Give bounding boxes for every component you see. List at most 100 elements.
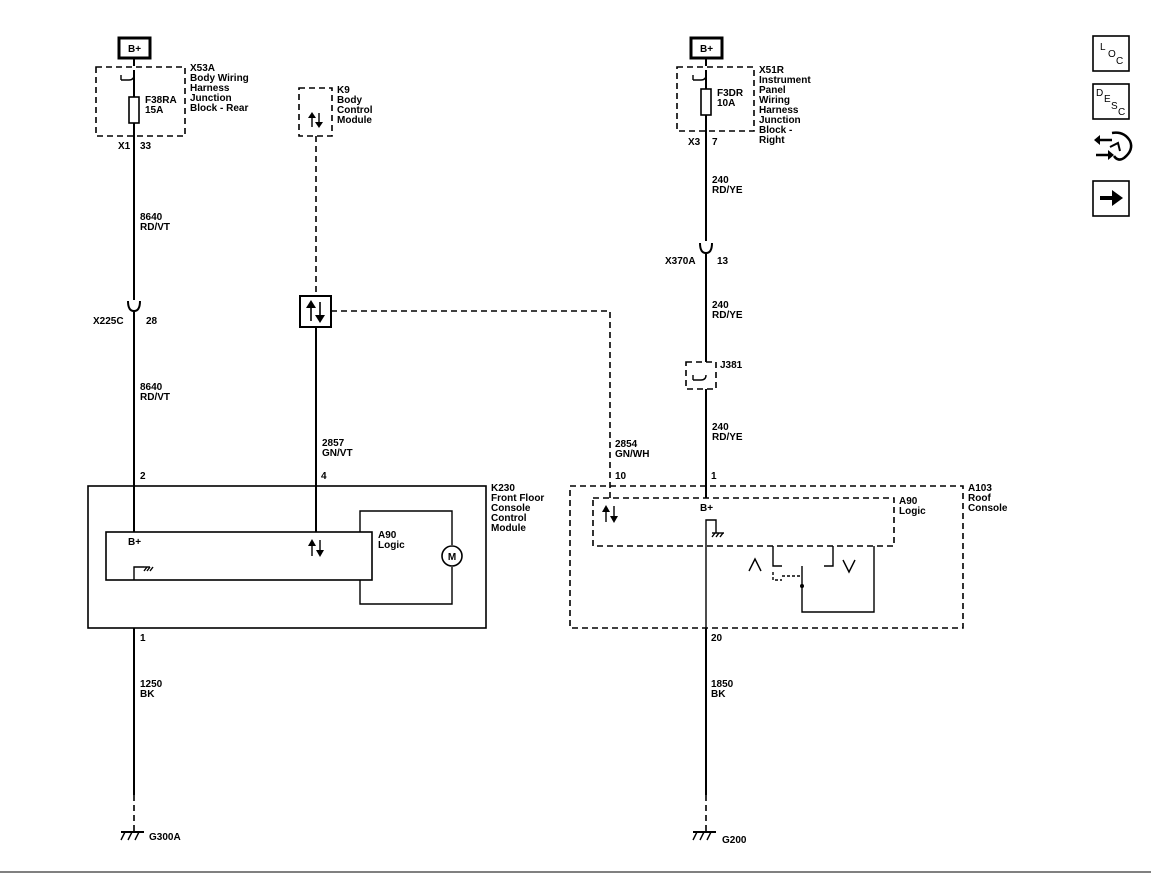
roof-console-switch[interactable] bbox=[748, 546, 875, 613]
wires-w2857-circuit-label: 2857 bbox=[322, 438, 345, 449]
fuse-f3dr[interactable] bbox=[700, 88, 712, 116]
a103-logic-a90[interactable] bbox=[592, 497, 895, 547]
wires-w240-b-color-label: RD/YE bbox=[712, 310, 743, 321]
wire-segment bbox=[602, 505, 610, 512]
arrow-right-icon[interactable] bbox=[1092, 180, 1130, 217]
sidebar-desc-button-letters-2-label: S bbox=[1111, 101, 1118, 112]
grounds-right-label: G200 bbox=[722, 835, 747, 846]
wire-segment bbox=[1092, 83, 1130, 120]
sidebar-desc-button-letters-1-label: E bbox=[1104, 94, 1111, 105]
k230-internal-ground-icon bbox=[133, 566, 154, 580]
bcm-name-lines-2-label: Module bbox=[337, 115, 372, 126]
wire-segment bbox=[146, 566, 151, 572]
a103-logic-name-label: Logic bbox=[899, 506, 926, 517]
junction-right-id-label: X51R bbox=[759, 65, 785, 76]
module-k9-bcm[interactable] bbox=[298, 87, 333, 137]
a103-internal-ground-icon bbox=[705, 519, 724, 628]
k230-name-lines-0-label: Front Floor bbox=[491, 493, 544, 504]
wires-w1250-circuit-label: 1250 bbox=[140, 679, 163, 690]
wires-w8640-b-circuit-label: 8640 bbox=[140, 382, 163, 393]
module-k230[interactable] bbox=[87, 485, 487, 629]
inline-connectors-x370a-name-label: X370A bbox=[665, 256, 696, 267]
wires-w8640-b-color-label: RD/VT bbox=[140, 392, 170, 403]
wire-segment bbox=[748, 557, 762, 572]
wire-segment bbox=[143, 566, 148, 572]
junction-right-name-lines-0-label: Instrument bbox=[759, 75, 811, 86]
wire-8640-label: 8640 bbox=[140, 212, 163, 223]
wire-segment bbox=[715, 532, 720, 538]
junction-right-fuse-rating-label: 10A bbox=[717, 98, 735, 109]
junction-left-name-lines-0-label: Body Wiring bbox=[190, 73, 249, 84]
k230-name-lines-2-label: Control bbox=[491, 513, 527, 524]
serial-data-splice[interactable] bbox=[299, 295, 332, 328]
wire-segment bbox=[359, 567, 453, 605]
splice-data-arrows-icon bbox=[306, 300, 325, 323]
wire-segment bbox=[772, 572, 782, 581]
inline-connector-x225c[interactable] bbox=[127, 300, 141, 313]
wires-w240-a-circuit-label: 240 bbox=[712, 175, 729, 186]
a103-name-lines-0-label: Roof bbox=[968, 493, 991, 504]
junction-right-name-lines-6-label: Right bbox=[759, 135, 785, 146]
a103-data-arrows-icon bbox=[602, 505, 618, 523]
loc-button[interactable]: L O C bbox=[1092, 35, 1130, 72]
power-source-right[interactable]: B+ bbox=[689, 36, 724, 60]
junction-block-x53a[interactable] bbox=[95, 66, 186, 137]
wire-segment bbox=[133, 566, 144, 580]
wires-w240-b-circuit-label: 240 bbox=[712, 300, 729, 311]
wire-segment bbox=[1112, 190, 1123, 206]
wires-w1850-circuit-label: 1850 bbox=[711, 679, 734, 690]
wire-segment bbox=[127, 300, 141, 313]
k230-pin-ground-label: 1 bbox=[140, 633, 146, 644]
desc-button[interactable]: D E S C bbox=[1092, 83, 1130, 120]
wire-segment bbox=[842, 559, 856, 574]
ground-g300a-icon[interactable] bbox=[120, 831, 144, 841]
junction-right-name-lines-2-label: Wiring bbox=[759, 95, 790, 106]
wire-segment bbox=[772, 546, 782, 567]
k230-name-lines-1-label: Console bbox=[491, 503, 531, 514]
ground-g200-icon[interactable] bbox=[692, 831, 716, 841]
k9-data-arrows-icon bbox=[308, 112, 323, 128]
k230-logic-name-label: Logic bbox=[378, 540, 405, 551]
wire-segment bbox=[692, 374, 707, 381]
wire-segment bbox=[824, 546, 834, 567]
junction-left-name-lines-2-label: Junction bbox=[190, 93, 232, 104]
grounds-left-label: G300A bbox=[149, 832, 181, 843]
power-right-label-label: B+ bbox=[700, 44, 713, 55]
power-source-left[interactable]: B+ bbox=[117, 36, 152, 60]
connector-tool-icon[interactable] bbox=[1091, 128, 1133, 168]
junction-right-connector-label: X3 bbox=[688, 137, 701, 148]
bcm-id-label: K9 bbox=[337, 85, 350, 96]
wire-segment bbox=[1109, 141, 1121, 152]
junction-right-name-lines-1-label: Panel bbox=[759, 85, 786, 96]
inline-connector-x370a[interactable] bbox=[699, 242, 713, 255]
module-a103[interactable] bbox=[569, 485, 964, 629]
k230-logic-a90[interactable] bbox=[105, 531, 373, 581]
junction-block-x51r[interactable] bbox=[676, 66, 755, 132]
wire-segment bbox=[316, 550, 324, 557]
wires-w2854-circuit-label: 2854 bbox=[615, 439, 638, 450]
wire-segment bbox=[149, 566, 154, 572]
wires-w8640-a-color-label: RD/VT bbox=[140, 222, 170, 233]
junction-left-connector-label: X1 bbox=[118, 141, 131, 152]
splice-j381[interactable] bbox=[685, 361, 717, 390]
a103-id-label: A103 bbox=[968, 483, 992, 494]
fuse-f38ra[interactable] bbox=[128, 96, 140, 124]
wires-w240-c-color-label: RD/YE bbox=[712, 432, 743, 443]
junction-right-name-lines-3-label: Harness bbox=[759, 105, 799, 116]
k230-id-label: K230 bbox=[491, 483, 515, 494]
wire-segment bbox=[610, 516, 618, 523]
k230-logic-id-label: A90 bbox=[378, 530, 397, 541]
wires-w2857-color-label: GN/VT bbox=[322, 448, 353, 459]
motor-icon[interactable]: M bbox=[441, 545, 463, 567]
wire-segment bbox=[719, 532, 724, 538]
bcm-name-lines-1-label: Control bbox=[337, 105, 373, 116]
fuse-f38ra-label: F38RA bbox=[145, 95, 177, 106]
k230-bplus-label: B+ bbox=[128, 537, 141, 548]
wires-w2854-color-label: GN/WH bbox=[615, 449, 649, 460]
junction-left-name-lines-1-label: Harness bbox=[190, 83, 230, 94]
wire-segment bbox=[699, 831, 705, 841]
k230-name-lines-3-label: Module bbox=[491, 523, 526, 534]
junction-left-fuse-rating-label: 15A bbox=[145, 105, 163, 116]
wire-segment bbox=[1091, 128, 1133, 168]
